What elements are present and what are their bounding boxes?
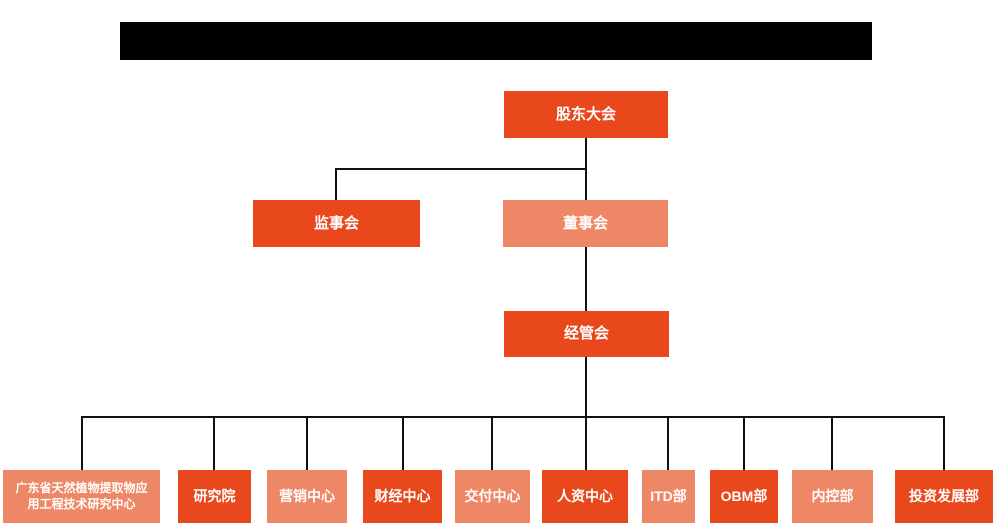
node-research-center[interactable]: 广东省天然植物提取物应用工程技术研究中心 xyxy=(3,470,160,523)
redacted-title-bar xyxy=(120,22,872,60)
node-research-institute[interactable]: 研究院 xyxy=(178,470,251,523)
connector-drop-finance-center xyxy=(402,416,404,470)
node-marketing-center[interactable]: 营销中心 xyxy=(267,470,347,523)
connector-drop-research-center xyxy=(81,416,83,470)
node-hr-center[interactable]: 人资中心 xyxy=(542,470,628,523)
node-board-of-directors[interactable]: 董事会 xyxy=(503,200,668,247)
connector-board-to-management xyxy=(585,247,587,311)
connector-drop-internal-control xyxy=(831,416,833,470)
node-internal-control-dept[interactable]: 内控部 xyxy=(792,470,873,523)
connector-bus-horizontal xyxy=(81,416,945,418)
node-supervisory-board[interactable]: 监事会 xyxy=(253,200,420,247)
connector-drop-investment-dev xyxy=(943,416,945,470)
connector-drop-delivery-center xyxy=(491,416,493,470)
node-management-committee[interactable]: 经管会 xyxy=(504,311,669,357)
connector-management-to-bus xyxy=(585,357,587,470)
node-finance-center[interactable]: 财经中心 xyxy=(363,470,442,523)
connector-drop-research-institute xyxy=(213,416,215,470)
connector-drop-obm-dept xyxy=(743,416,745,470)
node-obm-dept[interactable]: OBM部 xyxy=(710,470,778,523)
connector-drop-itd-dept xyxy=(667,416,669,470)
node-delivery-center[interactable]: 交付中心 xyxy=(455,470,530,523)
connector-branch-horizontal xyxy=(335,168,587,170)
node-shareholders-meeting[interactable]: 股东大会 xyxy=(504,91,668,138)
node-itd-dept[interactable]: ITD部 xyxy=(642,470,695,523)
connector-to-supervisory xyxy=(335,168,337,200)
connector-drop-marketing-center xyxy=(306,416,308,470)
node-investment-development-dept[interactable]: 投资发展部 xyxy=(895,470,993,523)
